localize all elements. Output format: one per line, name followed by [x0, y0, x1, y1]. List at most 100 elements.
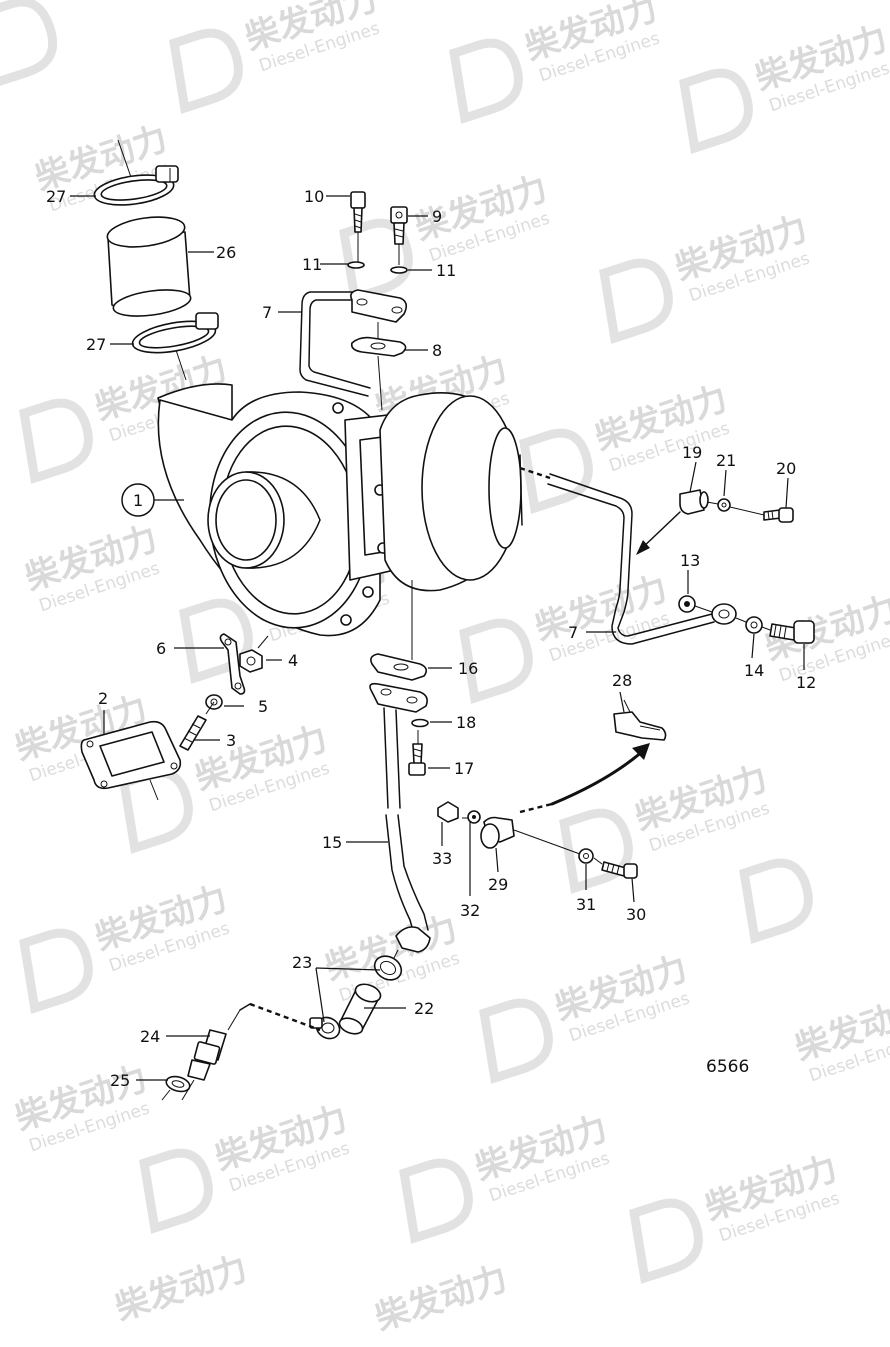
bolt-17 — [408, 730, 426, 776]
callout-11-left: 11 — [302, 255, 322, 274]
watermark-21: 柴发动力 Diesel-Engines — [790, 988, 890, 1086]
watermark-10: 柴发动力 Diesel-Engines — [20, 518, 162, 616]
assembly-arrow — [519, 743, 650, 814]
callout-3: 3 — [226, 731, 236, 750]
callout-17: 17 — [454, 759, 474, 778]
callout-1: 1 — [133, 491, 143, 510]
washer-18 — [411, 718, 429, 728]
watermark-20: 柴发动力 Diesel-Engines — [479, 948, 692, 1084]
washer-25 — [161, 1075, 191, 1101]
washer-32 — [467, 810, 481, 824]
callout-23: 23 — [292, 953, 312, 972]
callout-7-lower: 7 — [568, 623, 578, 642]
callout-15: 15 — [322, 833, 342, 852]
callout-25: 25 — [110, 1071, 130, 1090]
return-pipe-15 — [369, 682, 431, 953]
oil-pipe-right — [519, 466, 737, 645]
callout-11-right: 11 — [436, 261, 456, 280]
bolt-12 — [761, 620, 815, 644]
bolt-10 — [350, 191, 366, 262]
watermark-18: 柴发动力 Diesel-Engines — [19, 878, 232, 1014]
callout-20: 20 — [776, 459, 796, 478]
callout-2: 2 — [98, 689, 108, 708]
nut-33 — [437, 801, 459, 823]
watermark-cn: 柴发动力 — [370, 1258, 512, 1338]
callout-leaders — [70, 195, 805, 1081]
callout-10: 10 — [304, 187, 324, 206]
washer-21 — [706, 498, 731, 512]
washer-11-left — [347, 261, 365, 269]
callout-8: 8 — [432, 341, 442, 360]
callout-6: 6 — [156, 639, 166, 658]
callout-26: 26 — [216, 243, 236, 262]
watermark-6: 柴发动力 Diesel-Engines — [599, 208, 812, 344]
callout-13: 13 — [680, 551, 700, 570]
clamp-29 — [462, 816, 515, 849]
hose — [106, 216, 192, 317]
oil-pipe-upper — [299, 291, 371, 397]
bracket-28 — [613, 699, 667, 741]
callout-28: 28 — [612, 671, 632, 690]
hose-22 — [338, 983, 382, 1035]
screw-30 — [593, 857, 638, 879]
watermark-logo — [0, 0, 58, 89]
washer-31 — [513, 829, 594, 864]
washer-13 — [678, 595, 713, 613]
callout-19: 19 — [682, 443, 702, 462]
bolt-9 — [390, 206, 408, 265]
watermark-cn: 柴发动力 — [110, 1248, 252, 1328]
dashed-connection — [239, 1002, 321, 1032]
gasket-8 — [350, 336, 407, 411]
watermark-25: 柴发动力 Diesel-Engines — [629, 1148, 842, 1284]
callout-31: 31 — [576, 895, 596, 914]
gasket-16 — [370, 580, 428, 681]
callout-29: 29 — [488, 875, 508, 894]
turbocharger — [157, 383, 523, 637]
callout-16: 16 — [458, 659, 478, 678]
callout-21: 21 — [716, 451, 736, 470]
callout-24: 24 — [140, 1027, 160, 1046]
callout-5: 5 — [258, 697, 268, 716]
clamp-23-lower — [309, 1016, 341, 1040]
callout-27-top: 27 — [46, 187, 66, 206]
callout-labels: 27 26 27 1 10 9 11 11 7 8 19 21 20 13 7 … — [46, 187, 816, 1090]
callout-12: 12 — [796, 673, 816, 692]
watermark-1: 柴发动力 Diesel-Engines — [169, 0, 382, 114]
watermark-23: 柴发动力 Diesel-Engines — [139, 1098, 352, 1234]
watermark-2: 柴发动力 Diesel-Engines — [449, 0, 662, 124]
callout-9: 9 — [432, 207, 442, 226]
callout-18: 18 — [456, 713, 476, 732]
drawing-number: 6566 — [706, 1057, 749, 1077]
bolt-20 — [729, 506, 794, 523]
callout-4: 4 — [288, 651, 298, 670]
watermark-24: 柴发动力 Diesel-Engines — [399, 1108, 612, 1244]
watermark-22: 柴发动力 Diesel-Engines — [10, 1058, 152, 1156]
gasket-2 — [80, 720, 182, 801]
callout-32: 32 — [460, 901, 480, 920]
callout-33: 33 — [432, 849, 452, 868]
lock-plate-6 — [219, 633, 246, 695]
watermark-27: 柴发动力 — [370, 1258, 512, 1338]
pipe-flange-top — [350, 289, 408, 340]
callout-7-upper: 7 — [262, 303, 272, 322]
watermark-26: 柴发动力 — [110, 1248, 252, 1328]
watermark-3: 柴发动力 Diesel-Engines — [679, 18, 890, 154]
callout-30: 30 — [626, 905, 646, 924]
callout-14: 14 — [744, 661, 764, 680]
arrow-indicator — [636, 511, 681, 555]
watermark-17 — [739, 858, 813, 944]
stud-3 — [179, 701, 215, 751]
fitting-24 — [181, 1009, 241, 1101]
hose-clamp-bottom — [131, 312, 219, 381]
washer-14 — [735, 616, 763, 634]
clamp-23-upper — [373, 949, 403, 981]
callout-1-circle — [121, 483, 155, 517]
callout-27-bottom: 27 — [86, 335, 106, 354]
nut-4 — [239, 635, 269, 673]
washer-11-right — [390, 266, 408, 274]
clip-19 — [679, 489, 709, 515]
watermark-9: 柴发动力 Diesel-Engines — [519, 378, 732, 514]
callout-22: 22 — [414, 999, 434, 1018]
